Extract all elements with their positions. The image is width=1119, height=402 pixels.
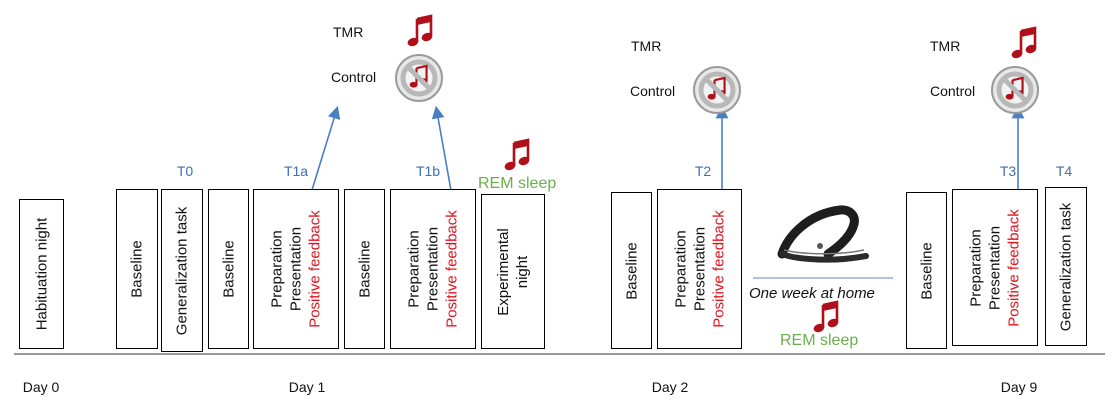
habituation-night-box: Habituation night: [19, 199, 64, 349]
box-label: Presentation: [986, 225, 1004, 310]
home-label: One week at home: [749, 285, 875, 302]
session-box: Preparation Presentation Positive feedba…: [657, 189, 742, 349]
feedback-label: Positive feedback: [306, 210, 324, 328]
no-music-icon: [694, 67, 740, 113]
timepoint-t1b: T1b: [415, 163, 441, 179]
box-label: Habituation night: [33, 217, 50, 331]
timepoint-t3: T3: [999, 163, 1017, 179]
day-label-9: Day 9: [1000, 379, 1038, 395]
box-label: Presentation: [691, 226, 708, 312]
arrow-t1a: [311, 105, 341, 191]
arrow-t1b: [431, 105, 453, 197]
box-label: Baseline: [128, 240, 146, 298]
rem-sleep-label: REM sleep: [478, 175, 557, 192]
tmr-label-3: TMR: [930, 38, 961, 54]
baseline-box: Baseline: [208, 189, 249, 349]
feedback-label: Positive feedback: [710, 210, 727, 328]
rem-sleep-label-home: REM sleep: [780, 332, 859, 349]
music-note-icon: [405, 14, 435, 49]
timepoint-t1a: T1a: [283, 163, 309, 179]
baseline-box: Baseline: [116, 189, 158, 349]
box-label: Generalization task: [1057, 202, 1075, 331]
box-label: Presentation: [287, 226, 305, 312]
baseline-box: Baseline: [906, 192, 947, 349]
feedback-label: Positive feedback: [443, 210, 461, 328]
baseline-box: Baseline: [344, 189, 385, 349]
box-label: Preparation: [672, 230, 689, 308]
music-note-icon: [502, 138, 532, 173]
box-label: Baseline: [918, 241, 935, 300]
no-music-icon: [396, 55, 442, 101]
tmr-label-2: TMR: [631, 38, 662, 54]
day-label-1: Day 1: [288, 379, 326, 395]
timepoint-t4: T4: [1055, 163, 1073, 179]
box-label: night: [514, 255, 531, 288]
generalization-task-box: Generalization task: [161, 189, 203, 352]
timepoint-t2: T2: [694, 163, 712, 179]
eeg-headband-icon: [777, 205, 869, 263]
box-label: Generalization task: [173, 206, 191, 335]
feedback-label: Positive feedback: [1005, 208, 1023, 327]
control-label-1: Control: [331, 69, 377, 85]
box-label: Baseline: [356, 240, 373, 298]
day-label-0: Day 0: [22, 379, 60, 395]
tmr-label-1: TMR: [333, 24, 364, 40]
box-label: Preparation: [405, 230, 423, 308]
box-label: Preparation: [268, 230, 286, 308]
timepoint-t0: T0: [176, 163, 194, 179]
session-box: Preparation Presentation Positive feedba…: [952, 189, 1038, 346]
music-note-icon: [1009, 26, 1039, 61]
control-label-3: Control: [930, 83, 976, 99]
generalization-task-box: Generalization task: [1045, 187, 1087, 346]
no-music-icon: [992, 67, 1038, 113]
control-label-2: Control: [630, 83, 676, 99]
music-note-icon: [811, 300, 841, 335]
baseline-box: Baseline: [611, 192, 652, 349]
box-label: Baseline: [220, 240, 237, 298]
box-label: Presentation: [424, 226, 442, 312]
session-box: Preparation Presentation Positive feedba…: [390, 189, 476, 349]
box-label: Preparation: [967, 228, 985, 307]
day-label-2: Day 2: [651, 379, 689, 395]
session-box: Preparation Presentation Positive feedba…: [253, 189, 339, 349]
experimental-night-box: Experimental night: [481, 194, 545, 349]
box-label: Experimental: [495, 227, 512, 316]
box-label: Baseline: [623, 241, 640, 300]
